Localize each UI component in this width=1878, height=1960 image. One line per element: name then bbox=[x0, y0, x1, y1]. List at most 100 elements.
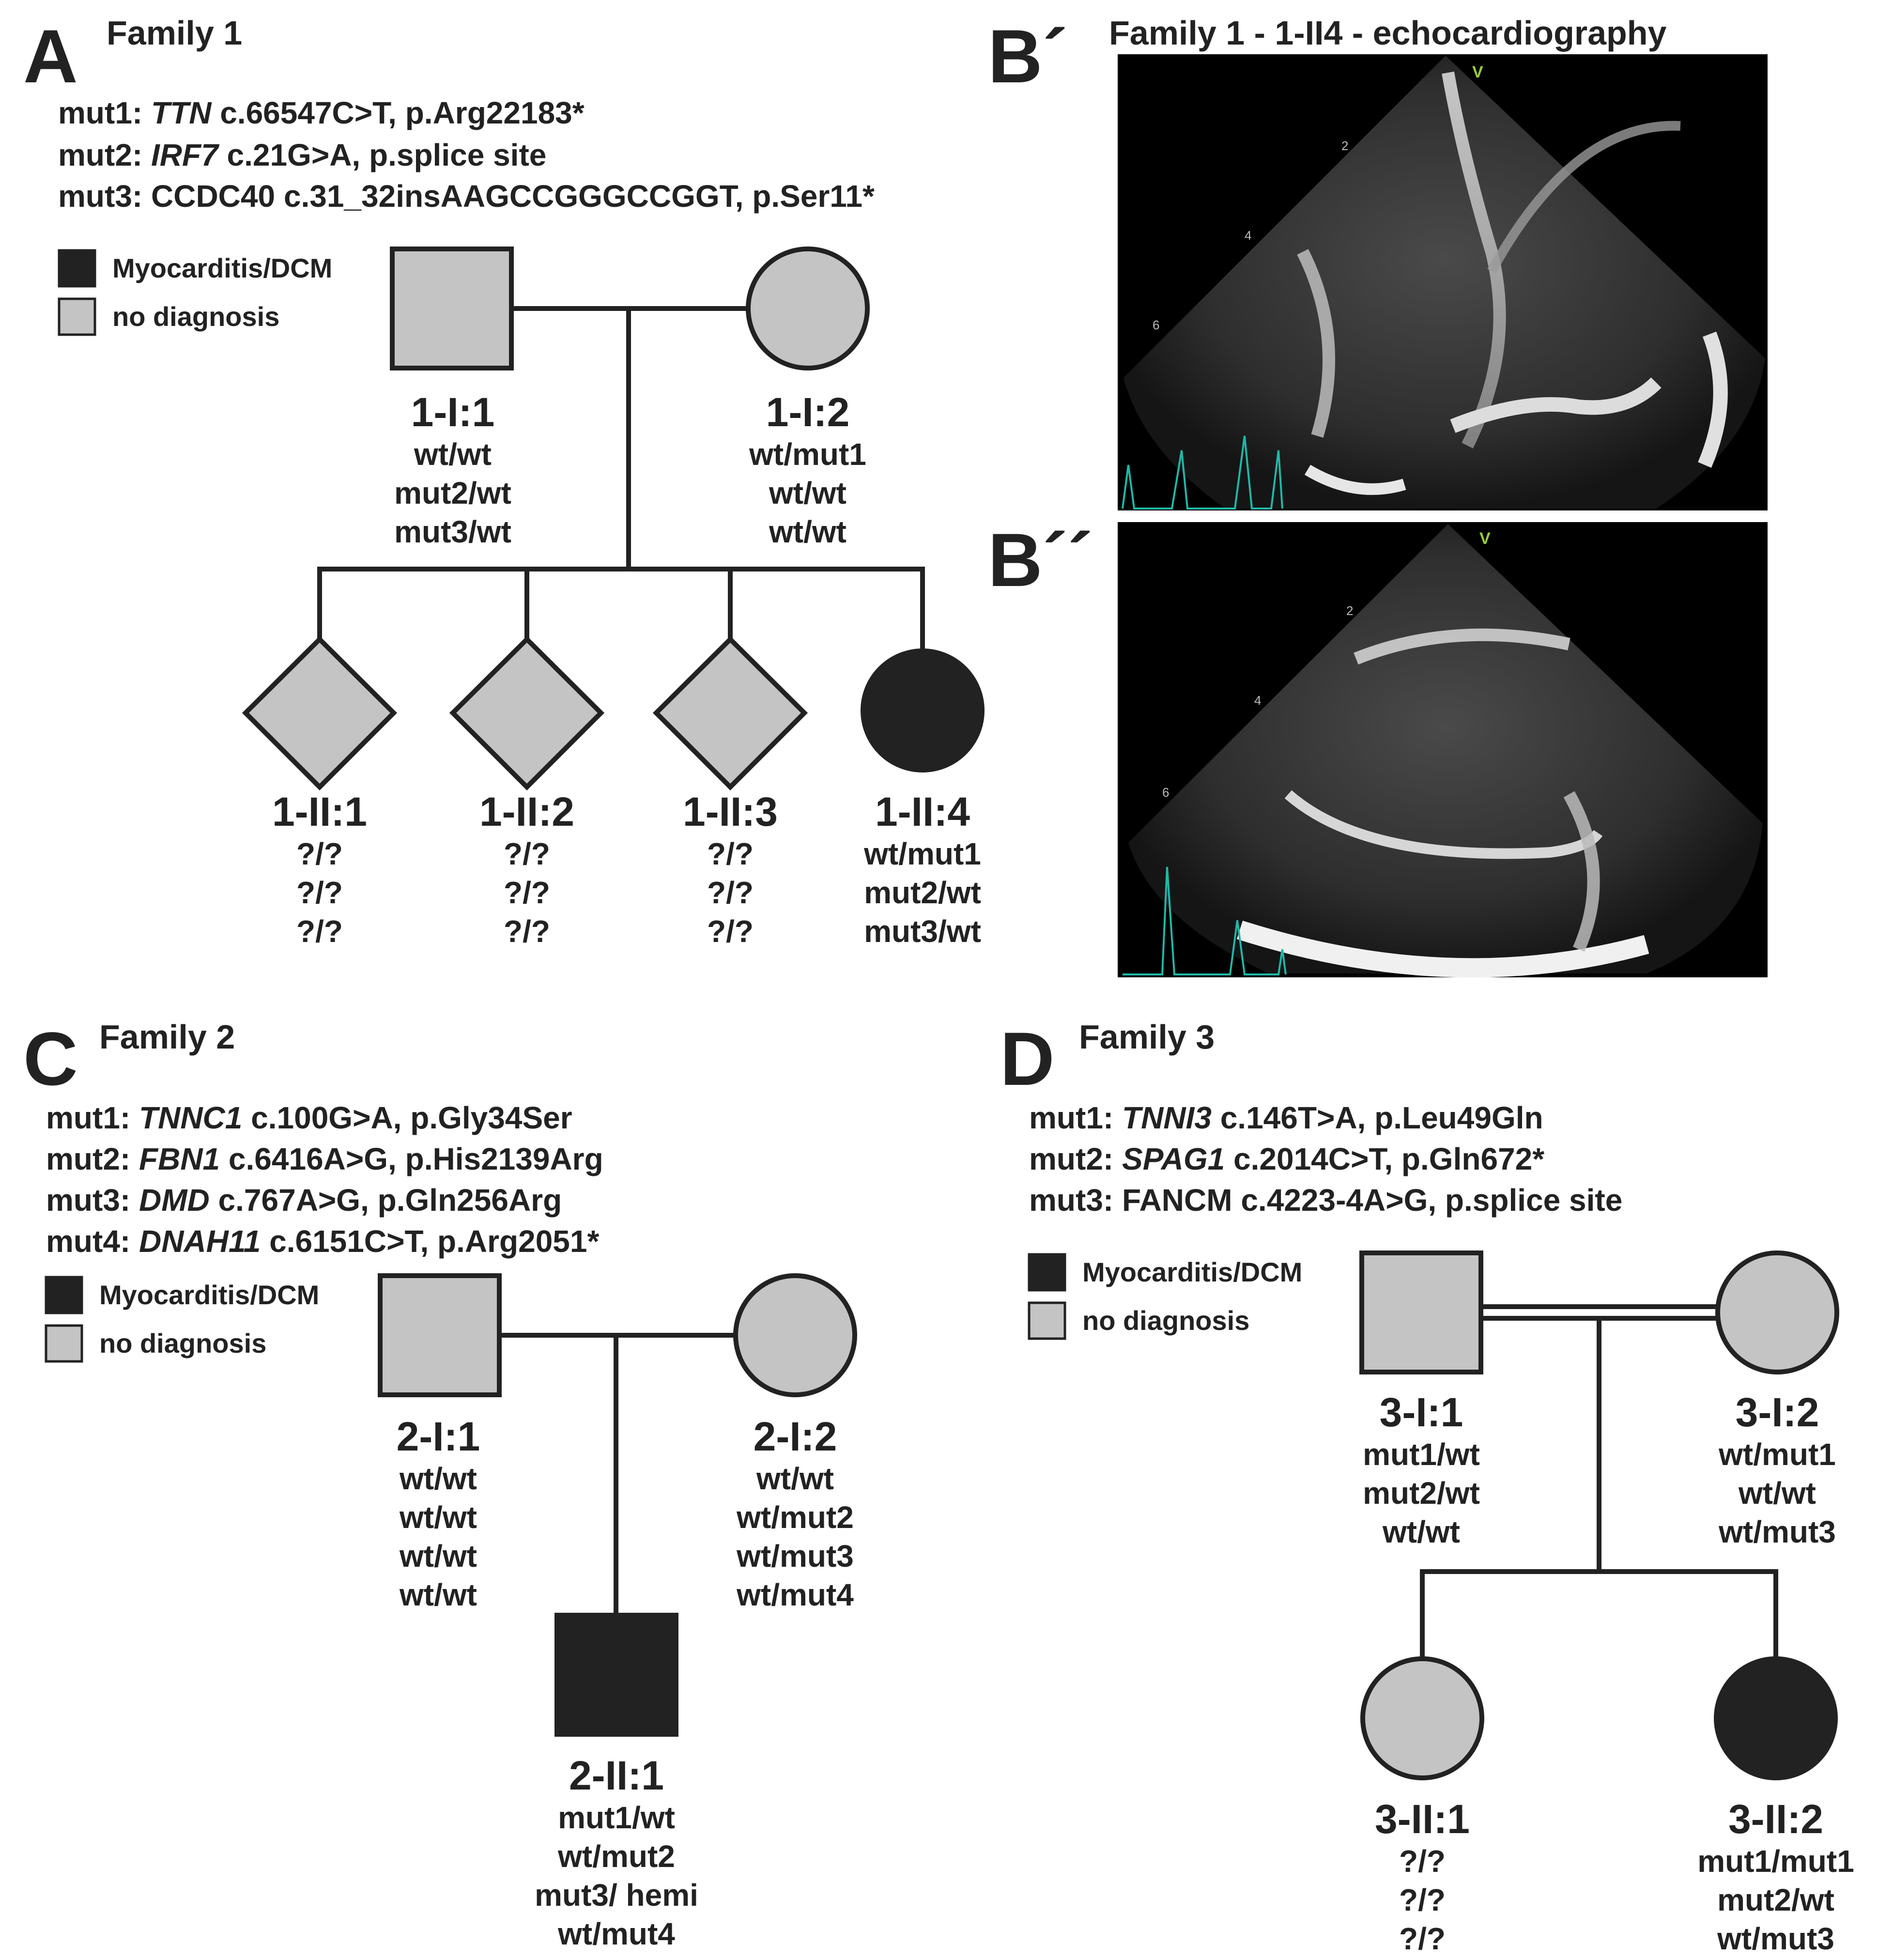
legend-label-affected: Myocarditis/DCM bbox=[99, 1280, 319, 1310]
female-circle-unaffected bbox=[733, 1273, 857, 1397]
genotype-mut1: ?/? bbox=[504, 836, 550, 871]
echocardiography-image-2: V 2 4 6 bbox=[1118, 522, 1768, 978]
depth-tick: 6 bbox=[1162, 785, 1169, 800]
panel-a-legend: Myocarditis/DCM no diagnosis bbox=[58, 249, 332, 336]
genotype-mut2: wt/wt bbox=[1738, 1476, 1816, 1511]
genotype-mut1: mut1/mut1 bbox=[1697, 1844, 1854, 1879]
depth-tick: 6 bbox=[1153, 318, 1159, 332]
genotype-mut1: wt/wt bbox=[756, 1461, 834, 1496]
mutation-description: c.21G>A, p.splice site bbox=[218, 138, 547, 172]
gene-name: CCDC40 bbox=[151, 179, 275, 214]
mutation-label: mut3: bbox=[1029, 1183, 1113, 1218]
gene-name: TTN bbox=[151, 95, 212, 130]
genotype-mut2: mut2/wt bbox=[1363, 1476, 1480, 1511]
genotype-mut3: ?/? bbox=[296, 914, 343, 949]
panel-c-mutation-list: mut1: TNNC1 c.100G>A, p.Gly34Ser mut2: F… bbox=[46, 1100, 603, 1259]
panel-d-mutation-list: mut1: TNNI3 c.146T>A, p.Leu49Gln mut2: S… bbox=[1029, 1100, 1622, 1218]
genotype-mut2: wt/mut2 bbox=[736, 1500, 854, 1535]
individual-3-I-2: 3-I:2 wt/mut1 wt/wt wt/mut3 bbox=[1715, 1250, 1839, 1549]
individual-id: 2-I:2 bbox=[754, 1414, 837, 1459]
panel-c-mutation-1: mut1: TNNC1 c.100G>A, p.Gly34Ser bbox=[46, 1100, 572, 1135]
individual-3-II-1: 3-II:1 ?/? ?/? ?/? bbox=[1360, 1656, 1484, 1956]
female-circle-unaffected bbox=[1360, 1656, 1484, 1780]
depth-tick: 2 bbox=[1341, 139, 1348, 153]
gene-name: IRF7 bbox=[151, 138, 220, 172]
ultrasound-sector bbox=[1128, 524, 1763, 973]
female-circle-affected bbox=[861, 648, 985, 772]
legend-label-affected: Myocarditis/DCM bbox=[112, 253, 332, 283]
genotype-mut1: wt/wt bbox=[399, 1461, 477, 1496]
panel-c-mutation-2: mut2: FBN1 c.6416A>G, p.His2139Arg bbox=[46, 1142, 603, 1176]
genotype-mut2: ?/? bbox=[707, 875, 754, 910]
genotype-mut2: mut2/wt bbox=[394, 476, 511, 510]
depth-tick: 4 bbox=[1254, 693, 1261, 708]
gene-name: SPAG1 bbox=[1122, 1142, 1225, 1176]
gene-name: DMD bbox=[139, 1183, 210, 1218]
panel-a: A Family 1 mut1: TTN c.66547C>T, p.Arg22… bbox=[23, 14, 985, 949]
male-square-unaffected bbox=[378, 1273, 502, 1397]
genotype-mut2: wt/wt bbox=[769, 476, 847, 510]
genotype-mut3: wt/wt bbox=[1382, 1514, 1460, 1549]
genotype-mut2: mut2/wt bbox=[864, 875, 981, 910]
individual-id: 1-II:4 bbox=[875, 789, 970, 834]
genotype-mut1: wt/wt bbox=[414, 437, 492, 472]
gene-name: FBN1 bbox=[139, 1142, 220, 1176]
mutation-description: c.767A>G, p.Gln256Arg bbox=[210, 1183, 562, 1218]
genotype-mut1: mut1/wt bbox=[558, 1800, 675, 1835]
individual-id: 3-I:2 bbox=[1736, 1389, 1819, 1435]
genotype-mut3: ?/? bbox=[707, 914, 754, 949]
individual-id: 3-II:2 bbox=[1728, 1796, 1823, 1842]
panel-a-mutation-1: mut1: TTN c.66547C>T, p.Arg22183* bbox=[58, 95, 585, 130]
mutation-label: mut2: bbox=[58, 138, 142, 172]
panel-c-legend: Myocarditis/DCM no diagnosis bbox=[45, 1276, 319, 1363]
genotype-mut2: wt/mut2 bbox=[557, 1839, 675, 1874]
panel-c-letter: C bbox=[23, 1017, 78, 1101]
gene-name: TNNC1 bbox=[139, 1100, 242, 1135]
panel-d-pedigree-lines bbox=[1420, 1304, 1778, 1659]
individual-id: 1-II:3 bbox=[683, 789, 778, 834]
mutation-description: c.4223-4A>G, p.splice site bbox=[1232, 1183, 1623, 1218]
panel-d-mutation-3: mut3: FANCM c.4223-4A>G, p.splice site bbox=[1029, 1183, 1622, 1218]
individual-id: 1-II:2 bbox=[479, 789, 574, 834]
legend-label-unaffected: no diagnosis bbox=[1082, 1305, 1249, 1336]
individual-1-II-1: 1-II:1 ?/? ?/? ?/? bbox=[242, 635, 398, 949]
individual-id: 1-I:1 bbox=[411, 389, 495, 435]
genotype-mut4: wt/mut4 bbox=[736, 1577, 854, 1612]
individual-2-II-1: 2-II:1 mut1/wt wt/mut2 mut3/ hemi wt/mut… bbox=[535, 1613, 698, 1951]
panel-a-letter: A bbox=[23, 15, 78, 99]
individual-id: 2-II:1 bbox=[569, 1753, 664, 1798]
diamond-unknown-sex-unaffected bbox=[652, 635, 808, 791]
genotype-mut2: ?/? bbox=[296, 875, 343, 910]
individual-3-II-2: 3-II:2 mut1/mut1 mut2/wt wt/mut3 bbox=[1697, 1656, 1854, 1956]
genotype-mut3: wt/mut3 bbox=[1718, 1514, 1836, 1549]
genotype-mut1: mut1/wt bbox=[1363, 1437, 1480, 1472]
depth-tick: 2 bbox=[1346, 603, 1353, 618]
genotype-mut1: ?/? bbox=[1399, 1844, 1446, 1879]
panel-c-mutation-3: mut3: DMD c.767A>G, p.Gln256Arg bbox=[46, 1183, 562, 1218]
panel-a-mutation-3: mut3: CCDC40 c.31_32insAAGCCGGGCCGGT, p.… bbox=[58, 179, 875, 214]
genotype-mut3: wt/wt bbox=[399, 1539, 477, 1574]
genotype-mut2: mut2/wt bbox=[1717, 1883, 1834, 1917]
legend-label-unaffected: no diagnosis bbox=[99, 1328, 266, 1358]
mutation-label: mut3: bbox=[58, 179, 142, 214]
gene-name: FANCM bbox=[1122, 1183, 1232, 1218]
male-square-unaffected bbox=[1359, 1250, 1483, 1374]
genotype-mut2: ?/? bbox=[1399, 1883, 1446, 1917]
genotype-mut1: wt/mut1 bbox=[863, 836, 981, 871]
genotype-mut1: ?/? bbox=[707, 836, 754, 871]
legend-swatch-affected bbox=[58, 249, 96, 288]
genotype-mut1: ?/? bbox=[296, 836, 343, 871]
mutation-label: mut1: bbox=[46, 1100, 130, 1135]
individual-id: 3-II:1 bbox=[1375, 1796, 1470, 1842]
diamond-unknown-sex-unaffected bbox=[449, 635, 605, 791]
individual-id: 1-II:1 bbox=[272, 789, 367, 834]
individual-3-I-1: 3-I:1 mut1/wt mut2/wt wt/wt bbox=[1359, 1250, 1483, 1549]
legend-label-affected: Myocarditis/DCM bbox=[1082, 1257, 1302, 1287]
legend-swatch-affected bbox=[1028, 1253, 1066, 1292]
legend-swatch-unaffected bbox=[1028, 1301, 1066, 1340]
gene-name: TNNI3 bbox=[1122, 1100, 1212, 1135]
genotype-mut3: ?/? bbox=[504, 914, 550, 949]
female-circle-unaffected bbox=[746, 247, 870, 370]
panel-a-title: Family 1 bbox=[107, 14, 242, 52]
